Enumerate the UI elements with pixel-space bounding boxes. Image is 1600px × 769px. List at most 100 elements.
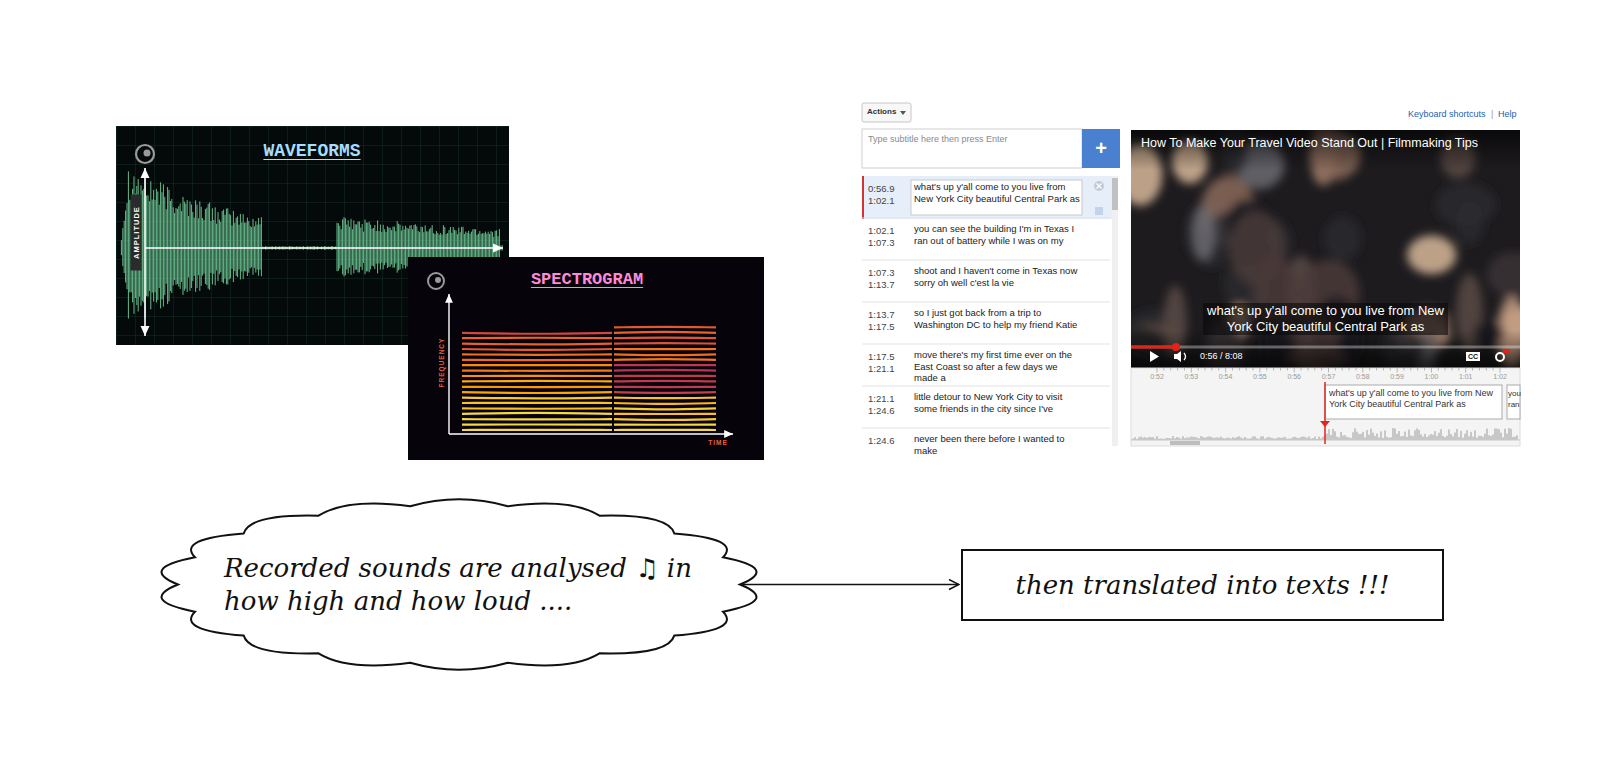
waveform-sample — [219, 219, 220, 274]
audio-sample — [1433, 435, 1434, 440]
audio-sample — [1411, 435, 1412, 440]
harmonic-band — [462, 429, 612, 431]
harmonic-band — [614, 353, 716, 356]
audio-sample — [1367, 430, 1368, 440]
waveform-sample — [220, 222, 221, 273]
audio-sample — [1343, 435, 1344, 440]
caption-text: what's up y'all come to you live from Ne… — [1329, 388, 1499, 410]
settings-icon — [1496, 353, 1504, 361]
timeline-tick — [1472, 368, 1473, 371]
help-link: Keyboard shortcuts — [1408, 109, 1486, 120]
waveform-sample — [185, 204, 186, 289]
harmonic-band — [614, 407, 716, 410]
time-axis — [449, 433, 733, 434]
start-time: 0:56.9 — [868, 183, 894, 194]
waveform-sample — [148, 195, 149, 296]
audio-sample — [1499, 429, 1500, 440]
timeline-tick — [1355, 368, 1356, 371]
waveform-sample — [194, 218, 195, 276]
waveform-sample — [209, 203, 210, 290]
audio-sample — [1481, 436, 1482, 440]
waveform-sample — [156, 189, 157, 303]
waveform-sample — [178, 206, 179, 286]
audio-sample — [1363, 432, 1364, 440]
audio-sample — [1355, 428, 1356, 440]
harmonic-band — [614, 369, 716, 372]
waveform-sample — [356, 224, 357, 269]
waveform-sample — [349, 227, 350, 268]
harmonic-band — [614, 397, 716, 400]
waveform-sample — [192, 212, 193, 281]
waveform-sample — [338, 223, 339, 270]
pbs-logo — [144, 150, 151, 157]
progress-track — [1131, 346, 1520, 349]
audio-sample — [1409, 430, 1410, 440]
waveform-sample — [201, 207, 202, 286]
end-time: 1:21.1 — [868, 363, 894, 374]
timeline-tick — [1307, 368, 1308, 371]
caption-block — [1325, 385, 1502, 419]
actions-button — [862, 103, 911, 122]
timeline-tick — [1321, 368, 1322, 371]
waveform-sample — [164, 197, 165, 295]
pbs-logo — [428, 273, 444, 289]
waveform-sample — [359, 221, 360, 272]
audio-sample — [1425, 434, 1426, 440]
waveform-sample — [237, 216, 238, 277]
audio-sample — [1507, 434, 1508, 440]
timeline-tick — [1410, 368, 1411, 371]
audio-sample — [1473, 437, 1474, 440]
harmonic-band — [462, 353, 612, 356]
time-tick: 0:58 — [1350, 373, 1376, 381]
audio-sample — [1439, 433, 1440, 440]
waveform-sample — [342, 219, 343, 274]
row-input — [911, 180, 1082, 215]
harmonic-band — [614, 336, 716, 339]
spectrogram-bands — [462, 327, 716, 430]
waveform-sample — [243, 214, 244, 279]
progress-played — [1131, 346, 1176, 349]
harmonic-band — [614, 413, 716, 415]
add-button — [1082, 129, 1120, 168]
crowd-shape — [1407, 236, 1456, 275]
audio-sample — [1337, 437, 1338, 440]
video-frame — [1131, 130, 1520, 368]
timeline-tick — [1239, 368, 1240, 371]
row-separator — [862, 260, 1110, 261]
video-shade — [1131, 330, 1520, 368]
crowd-shape — [1193, 206, 1215, 260]
start-time: 1:07.3 — [868, 267, 894, 278]
waveform-sample — [400, 225, 401, 270]
waveform-sample — [393, 227, 394, 268]
audio-sample — [1511, 429, 1512, 440]
waveform-sample — [188, 216, 189, 277]
audio-sample — [1183, 436, 1184, 440]
timeline-tick — [1253, 368, 1254, 371]
insert-icon — [1095, 207, 1103, 215]
waveform-sample — [244, 223, 245, 272]
waveform-sample — [370, 225, 371, 270]
audio-sample — [1353, 432, 1354, 440]
waveform-sample — [176, 208, 177, 285]
node-text: Recorded sounds are analysed ♫ in how hi… — [224, 552, 694, 617]
help-link: Help — [1498, 109, 1517, 120]
process-box: then translated into texts !!! — [961, 549, 1444, 621]
harmonic-band — [462, 397, 612, 400]
harmonic-band — [462, 337, 612, 340]
waveform-sample — [230, 215, 231, 278]
audio-sample — [1441, 429, 1442, 440]
thought-cloud: Recorded sounds are analysed ♫ in how hi… — [158, 485, 760, 684]
timeline-tick — [1191, 368, 1192, 373]
waveform-sample — [163, 184, 164, 306]
row-separator — [862, 428, 1110, 429]
audio-sample — [1173, 436, 1174, 440]
waveform-sample — [374, 225, 375, 269]
audio-sample — [1375, 436, 1376, 440]
timeline-tick — [1205, 368, 1206, 371]
waveform-sample — [250, 226, 251, 268]
crowd-shape — [1436, 183, 1496, 226]
harmonic-band — [614, 364, 716, 366]
waveform-sample — [153, 190, 154, 302]
row-separators — [862, 218, 1110, 428]
audio-sample — [1423, 437, 1424, 440]
